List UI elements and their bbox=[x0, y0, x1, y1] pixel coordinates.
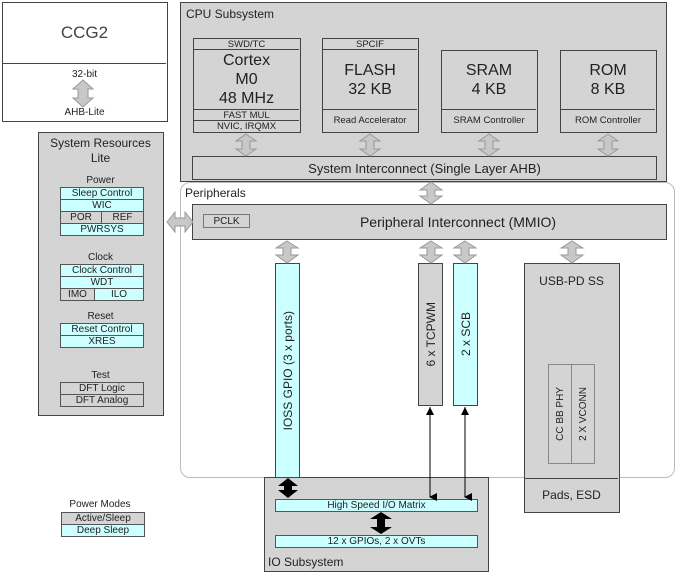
flash-line1: FLASH bbox=[344, 62, 396, 79]
usbpd-title: USB-PD SS bbox=[539, 274, 604, 288]
legend-deep-sleep: Deep Sleep bbox=[61, 524, 145, 537]
pwrsys: PWRSYS bbox=[60, 223, 144, 236]
cortex-line3: 48 MHz bbox=[218, 90, 275, 107]
io-subsystem: High Speed I/O Matrix 12 x GPIOs, 2 x OV… bbox=[264, 477, 489, 572]
sram-ctrl-label: SRAM Controller bbox=[442, 109, 536, 131]
vconn: 2 X VCONN bbox=[571, 364, 595, 464]
system-interconnect-label: System Interconnect (Single Layer AHB) bbox=[308, 160, 541, 176]
sram-line2: 4 KB bbox=[471, 81, 507, 98]
high-speed-io-matrix: High Speed I/O Matrix bbox=[275, 499, 478, 512]
pads-esd: Pads, ESD bbox=[525, 478, 618, 511]
cc-bb-phy-label: CC BB PHY bbox=[554, 387, 566, 441]
ilo: ILO bbox=[94, 288, 144, 301]
tcpwm-label: 6 x TCPWM bbox=[423, 302, 438, 367]
clock-label: Clock bbox=[87, 252, 113, 263]
cortex-block: SWD/TC Cortex M0 48 MHz FAST MUL NVIC, I… bbox=[193, 38, 301, 133]
rom-line2: 8 KB bbox=[590, 81, 626, 98]
peripheral-interconnect: PCLK Peripheral Interconnect (MMIO) bbox=[192, 204, 667, 240]
ccg2-bus-width: 32-bit bbox=[71, 69, 97, 80]
ccg2-divider bbox=[3, 63, 166, 64]
flash-block: SPCIF FLASH 32 KB Read Accelerator bbox=[322, 38, 419, 133]
ioss-gpio-label: IOSS GPIO (3 x ports) bbox=[280, 310, 295, 431]
ccg2-title: CCG2 bbox=[60, 23, 109, 42]
system-interconnect: System Interconnect (Single Layer AHB) bbox=[192, 156, 657, 180]
ccg2-block: CCG2 32-bit AHB-Lite bbox=[2, 2, 168, 122]
test-label: Test bbox=[91, 370, 110, 381]
cortex-line1: Cortex bbox=[222, 52, 271, 69]
nvic-label: NVIC, IRQMX bbox=[194, 120, 299, 132]
system-resources: System Resources Lite Power Sleep Contro… bbox=[38, 132, 164, 416]
scb-label: 2 x SCB bbox=[458, 312, 473, 357]
swd-label: SWD/TC bbox=[194, 39, 299, 50]
peripherals-title: Peripherals bbox=[185, 186, 246, 200]
ioss-gpio: IOSS GPIO (3 x ports) bbox=[275, 263, 300, 478]
sysres-title2: Lite bbox=[90, 151, 111, 165]
usbpd-ss: USB-PD SS CC BB PHY 2 X VCONN Pads, ESD bbox=[524, 263, 620, 513]
cortex-line2: M0 bbox=[235, 71, 258, 88]
rom-block: ROM 8 KB ROM Controller bbox=[560, 50, 657, 133]
dft-analog: DFT Analog bbox=[60, 394, 144, 407]
sysres-title1: System Resources bbox=[50, 136, 151, 150]
io-subsystem-title: IO Subsystem bbox=[268, 555, 344, 569]
rom-line1: ROM bbox=[589, 62, 627, 79]
peripheral-interconnect-label: Peripheral Interconnect (MMIO) bbox=[359, 213, 557, 230]
cc-bb-phy: CC BB PHY bbox=[548, 364, 572, 464]
scb: 2 x SCB bbox=[453, 263, 478, 406]
power-label: Power bbox=[86, 175, 115, 186]
ref: REF bbox=[101, 211, 144, 224]
tcpwm: 6 x TCPWM bbox=[418, 263, 443, 406]
spcif-label: SPCIF bbox=[323, 39, 417, 50]
imo: IMO bbox=[60, 288, 95, 301]
gpio-pads: 12 x GPIOs, 2 x OVTs bbox=[275, 535, 478, 548]
vconn-label: 2 X VCONN bbox=[577, 387, 589, 441]
sram-block: SRAM 4 KB SRAM Controller bbox=[441, 50, 538, 133]
flash-line2: 32 KB bbox=[348, 81, 392, 98]
xres: XRES bbox=[60, 335, 144, 348]
ccg2-bus-type: AHB-Lite bbox=[64, 107, 105, 118]
pclk-label: PCLK bbox=[203, 214, 250, 228]
rom-ctrl-label: ROM Controller bbox=[561, 109, 655, 131]
read-accel-label: Read Accelerator bbox=[323, 109, 417, 131]
cpu-subsystem-title: CPU Subsystem bbox=[186, 7, 275, 21]
fast-mul-label: FAST MUL bbox=[194, 109, 299, 121]
sram-line1: SRAM bbox=[465, 62, 513, 79]
legend-title: Power Modes bbox=[69, 499, 131, 510]
reset-label: Reset bbox=[87, 311, 114, 322]
